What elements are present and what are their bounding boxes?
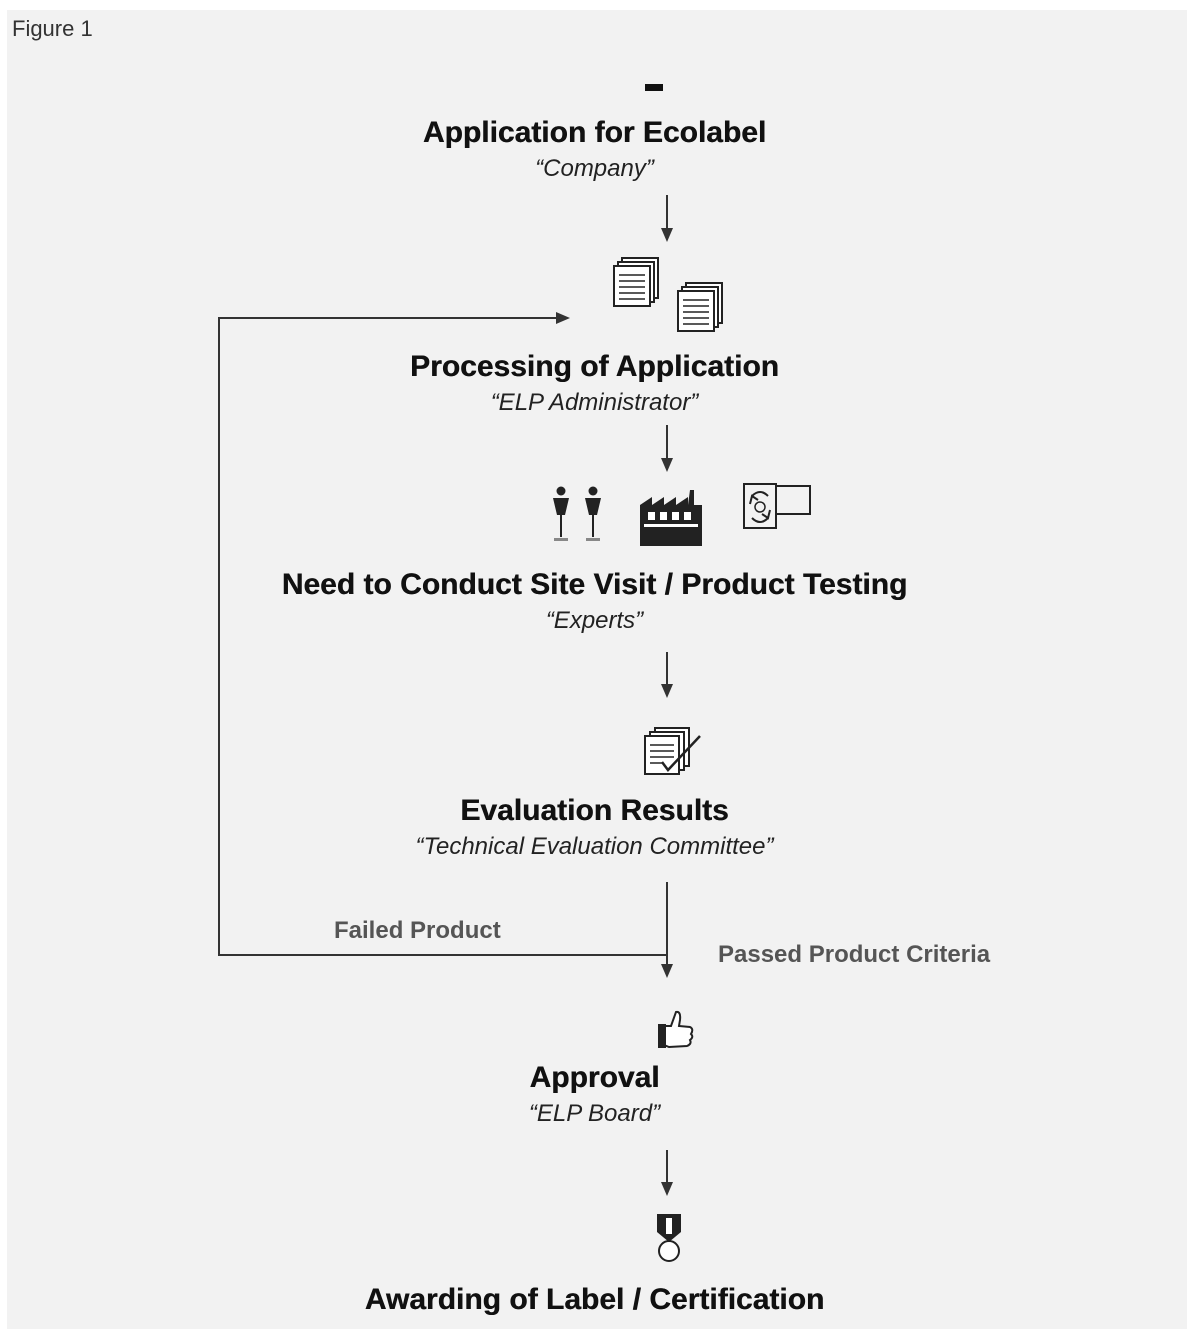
step-application-role: “Company” — [535, 155, 654, 182]
documents-stack-icon — [613, 257, 723, 332]
failed-product-label: Failed Product — [334, 917, 501, 944]
step-evaluation-role: “Technical Evaluation Committee” — [415, 833, 774, 860]
figure-canvas — [7, 10, 1187, 1329]
testing-cycle-icon — [743, 483, 811, 529]
step-evaluation-title: Evaluation Results — [460, 794, 729, 827]
failed-loop-connector — [218, 312, 667, 956]
checked-documents-icon — [644, 727, 701, 775]
step-site-visit-title: Need to Conduct Site Visit / Product Tes… — [281, 568, 908, 601]
step-processing-role: “ELP Administrator” — [490, 389, 699, 416]
step-award-title: Awarding of Label / Certification — [364, 1283, 825, 1316]
step-approval-title: Approval — [529, 1061, 660, 1094]
inspectors-icon — [553, 486, 601, 541]
step-approval-role: “ELP Board” — [528, 1100, 661, 1127]
step-processing-title: Processing of Application — [410, 350, 779, 383]
arrow-approval-to-award — [661, 1150, 673, 1196]
factory-icon — [640, 490, 702, 546]
arrow-evaluation-to-approval — [661, 882, 673, 978]
arrow-application-to-processing — [661, 195, 673, 242]
step-application-title: Application for Ecolabel — [422, 116, 767, 149]
step-site-visit-role: “Experts” — [545, 607, 644, 634]
medal-icon — [657, 1214, 681, 1262]
arrow-processing-to-site-visit — [661, 425, 673, 472]
dash-marker-icon — [645, 84, 663, 91]
thumbs-up-icon — [658, 1010, 694, 1049]
figure-label: Figure 1 — [12, 16, 93, 41]
arrow-site-visit-to-evaluation — [661, 652, 673, 698]
passed-product-label: Passed Product Criteria — [718, 941, 991, 968]
